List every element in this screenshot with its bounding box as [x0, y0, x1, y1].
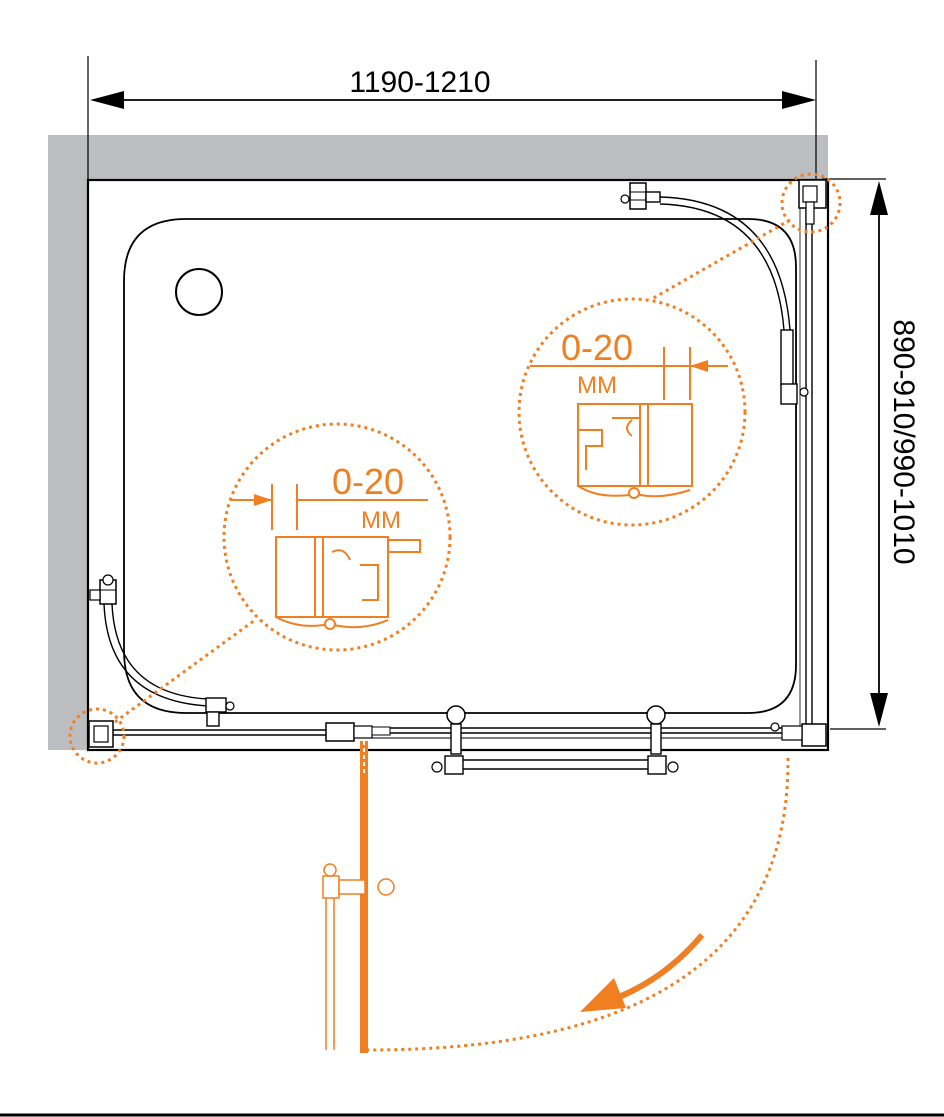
door-open-position: [322, 741, 395, 1053]
arrowhead-down-icon: [870, 693, 888, 727]
stabilizer-bar-top: [620, 182, 809, 405]
door-profile: [325, 722, 391, 742]
width-label: 1190-1210: [349, 66, 490, 99]
handle-icon: [431, 705, 679, 775]
callout-upper-right-range: 0-20: [561, 327, 633, 368]
callout-leaders: [68, 172, 842, 765]
corner-connector-bottom-right: [770, 722, 827, 747]
profile-section-lower: [275, 536, 421, 630]
callout-lower-left-range: 0-20: [332, 461, 404, 502]
arrowhead-up-icon: [870, 181, 888, 215]
front-glass-panel: [112, 727, 790, 739]
side-glass-panel: [799, 200, 813, 730]
wall-profile-top-right: [798, 179, 827, 225]
stabilizer-bar-left: [89, 574, 235, 727]
callout-lower-left-unit: MM: [361, 507, 401, 534]
wall: [48, 135, 828, 750]
callout-upper-right: 0-20 MM: [517, 297, 747, 527]
door-swing-arc: [367, 757, 790, 1052]
arrowhead-left-icon: [90, 91, 124, 109]
callout-lower-left: 0-20 MM: [222, 422, 452, 652]
profile-section-upper: [577, 403, 693, 499]
drain-icon: [175, 268, 223, 316]
wall-profile-bottom-left: [88, 720, 114, 748]
height-dimension: 890-910/990-1010: [822, 178, 920, 730]
callout-upper-right-unit: MM: [577, 372, 617, 399]
width-dimension: 1190-1210: [87, 56, 817, 180]
height-label: 890-910/990-1010: [887, 319, 920, 564]
arrowhead-right-icon: [782, 91, 816, 109]
swing-arrow-icon: [580, 978, 626, 1012]
